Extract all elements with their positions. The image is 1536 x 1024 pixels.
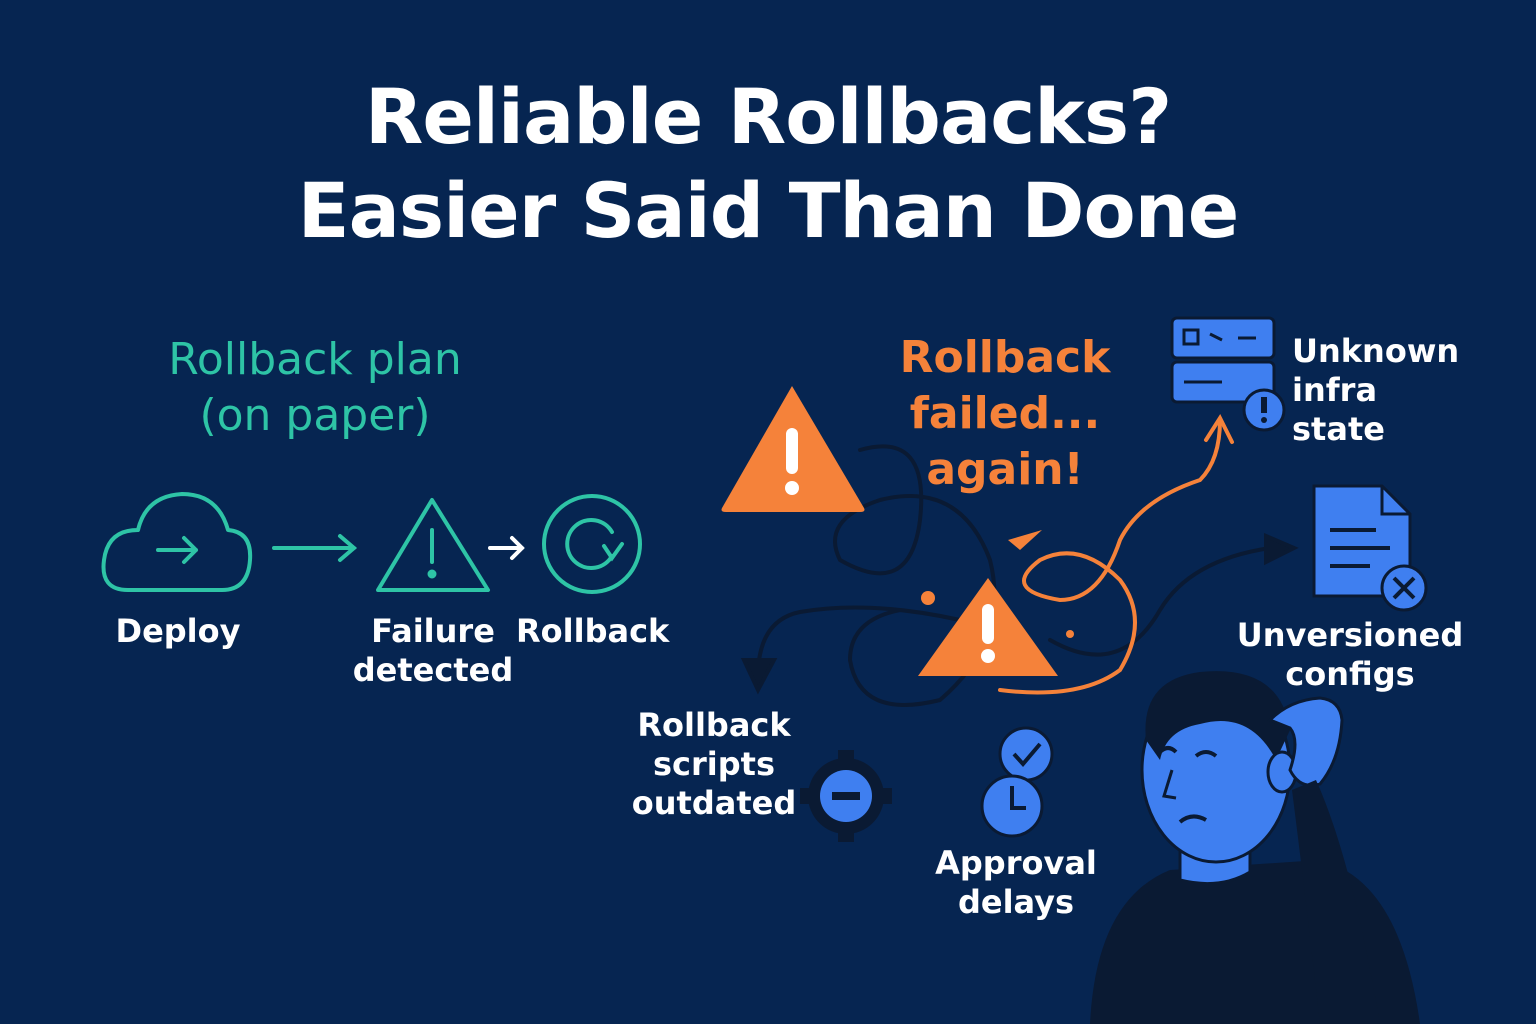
scripts-outdated-label: Rollback scripts outdated: [626, 706, 802, 823]
failure-label-line-1: Failure: [371, 612, 495, 650]
infra-label-line-1: Unknown: [1292, 332, 1460, 370]
cloud-arrow-icon: [101, 492, 253, 592]
confused-person-illustration: [1090, 671, 1420, 1024]
rollback-failed-heading: Rollback failed... again!: [880, 330, 1130, 498]
infra-label-line-2: infra state: [1292, 371, 1385, 448]
configs-label-line-1: Unversioned: [1236, 616, 1464, 654]
configs-label-line-2: configs: [1285, 655, 1415, 693]
page-title: Reliable Rollbacks? Easier Said Than Don…: [0, 70, 1536, 258]
approval-label-line-1: Approval: [935, 844, 1097, 882]
scripts-label-line-1: Rollback: [637, 706, 791, 744]
warning-triangle-center-icon: [918, 578, 1058, 676]
unversioned-configs-label: Unversioned configs: [1236, 616, 1464, 694]
arrow-2: [488, 536, 525, 560]
arrow-1: [272, 534, 358, 562]
gear-minus-icon: [800, 750, 892, 842]
approval-delays-label: Approval delays: [928, 844, 1104, 922]
failed-heading-line-2: failed...: [909, 388, 1101, 439]
plan-heading-line-2: (on paper): [199, 390, 431, 441]
orange-tangle: [998, 413, 1234, 695]
deploy-label: Deploy: [98, 612, 258, 651]
warning-triangle-large-icon: [721, 386, 865, 512]
failure-detected-label: Failure detected: [352, 612, 514, 690]
warning-triangle-icon: [376, 498, 490, 592]
tangled-lines: [740, 444, 1299, 707]
orange-dot: [921, 591, 935, 605]
plan-heading-line-1: Rollback plan: [168, 334, 462, 385]
clock-check-icon: [980, 726, 1054, 838]
failed-heading-line-1: Rollback: [899, 332, 1111, 383]
server-alert-icon: [1170, 316, 1286, 432]
plan-heading: Rollback plan (on paper): [110, 332, 520, 444]
approval-label-line-2: delays: [957, 883, 1075, 921]
document-x-icon: [1312, 484, 1428, 612]
scripts-label-line-3: outdated: [631, 784, 797, 822]
refresh-circle-icon: [542, 494, 642, 594]
title-line-2: Easier Said Than Done: [297, 166, 1240, 255]
orange-shard: [1008, 530, 1042, 550]
scripts-label-line-2: scripts: [652, 745, 775, 783]
deploy-label-text: Deploy: [115, 612, 241, 650]
failure-label-line-2: detected: [352, 651, 514, 689]
unknown-infra-label: Unknown infra state: [1292, 332, 1474, 449]
title-line-1: Reliable Rollbacks?: [364, 72, 1172, 161]
failed-heading-line-3: again!: [926, 444, 1084, 495]
rollback-label: Rollback: [516, 612, 670, 651]
rollback-label-text: Rollback: [516, 612, 670, 650]
orange-dot: [1066, 630, 1074, 638]
